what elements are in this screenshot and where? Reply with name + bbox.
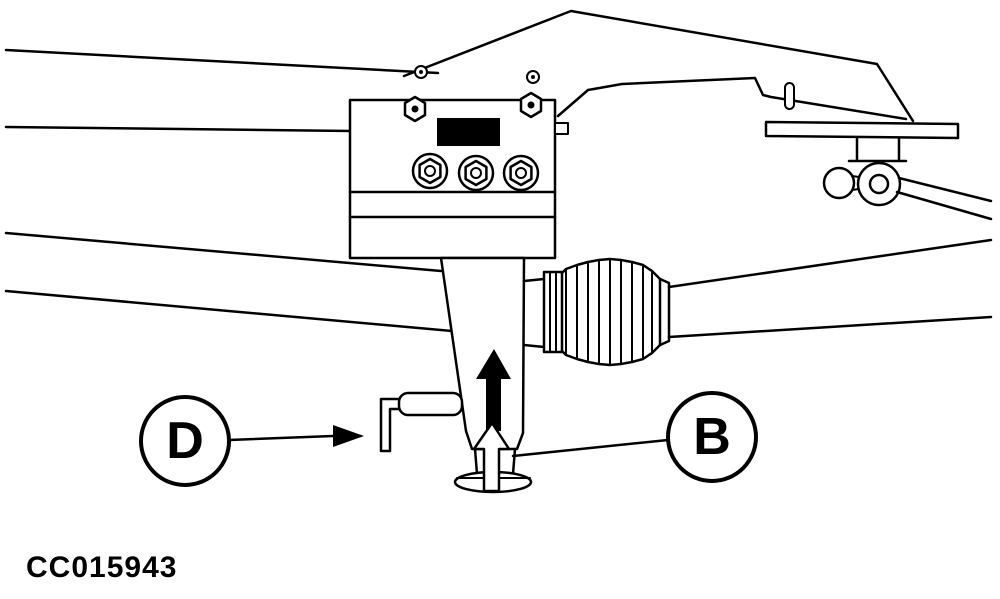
flange-bolt-2-hex [464, 159, 488, 187]
callout-b-label: B [693, 408, 731, 466]
flange-bolt-2 [457, 154, 495, 192]
axle-shaft [667, 238, 993, 339]
arm-bottom-edge [556, 76, 908, 121]
foot-stem-lines [473, 447, 517, 476]
bleeder-fitting [379, 391, 464, 453]
arm-rivet-right-dot [531, 75, 535, 79]
arm-rivet-left-dot [419, 70, 423, 74]
clamp-bracket-lines [847, 136, 908, 163]
body-line-3 [4, 231, 443, 273]
bracket-stud [554, 122, 569, 135]
flange-bolt-1-center [424, 165, 436, 177]
hex-nut-left-dot [411, 105, 419, 113]
column-outline [439, 256, 526, 451]
arm-slot-hole [784, 82, 795, 110]
callout-b-circle [666, 391, 758, 483]
fitting-body [397, 391, 464, 417]
body-line-4 [4, 289, 454, 333]
body-line-1 [4, 48, 440, 75]
flange-bolt-2-center [470, 167, 482, 179]
arm-top-edge [402, 9, 915, 123]
linkage-clamp [822, 136, 993, 221]
callout-d-circle [139, 395, 231, 487]
boot-ribs [565, 258, 653, 366]
clamp-hook [822, 166, 856, 200]
callout-b-leader [511, 438, 670, 458]
support-column [439, 256, 526, 451]
callout-d-arrowhead-icon [333, 425, 364, 447]
figure-code: CC015943 [26, 551, 177, 584]
up-arrow-outline-icon [472, 421, 511, 493]
plate-bar [764, 120, 960, 140]
flange-bolt-3-center [515, 167, 527, 179]
callout-b: B [511, 391, 758, 483]
clamp-bushing-outer [856, 161, 902, 207]
hex-nut-right-dot [527, 101, 535, 109]
boot-clamp-lines [549, 271, 557, 353]
boot-connector-lines [522, 277, 546, 349]
clamp-hook-links [851, 175, 860, 191]
mount-bracket [348, 91, 569, 260]
hex-nut-left [403, 95, 427, 123]
body-panel-lines [4, 48, 454, 333]
tie-rod-lines [895, 176, 993, 221]
flange-bolt-3 [502, 154, 540, 192]
body-line-2 [4, 125, 353, 133]
upper-support-arm [402, 9, 915, 123]
axle-shaft-lines [667, 238, 993, 339]
callout-d-leader [227, 434, 335, 442]
bracket-ribs [348, 190, 557, 219]
up-arrow-filled-icon [476, 349, 511, 431]
hex-nut-right [519, 91, 543, 119]
mounting-plate [764, 120, 960, 140]
clamp-bushing-inner [868, 173, 890, 195]
callout-d: D [139, 395, 364, 487]
boot-clamp [542, 270, 564, 354]
fitting-pipe [379, 397, 401, 453]
label-plate [437, 118, 500, 146]
flange-bolt-3-hex [509, 159, 533, 187]
callout-d-label: D [166, 412, 204, 470]
flange-bolt-1 [411, 152, 449, 190]
flange-bolt-1-hex [418, 157, 442, 185]
cv-joint-boot [522, 257, 671, 367]
boot-collar [658, 277, 671, 347]
